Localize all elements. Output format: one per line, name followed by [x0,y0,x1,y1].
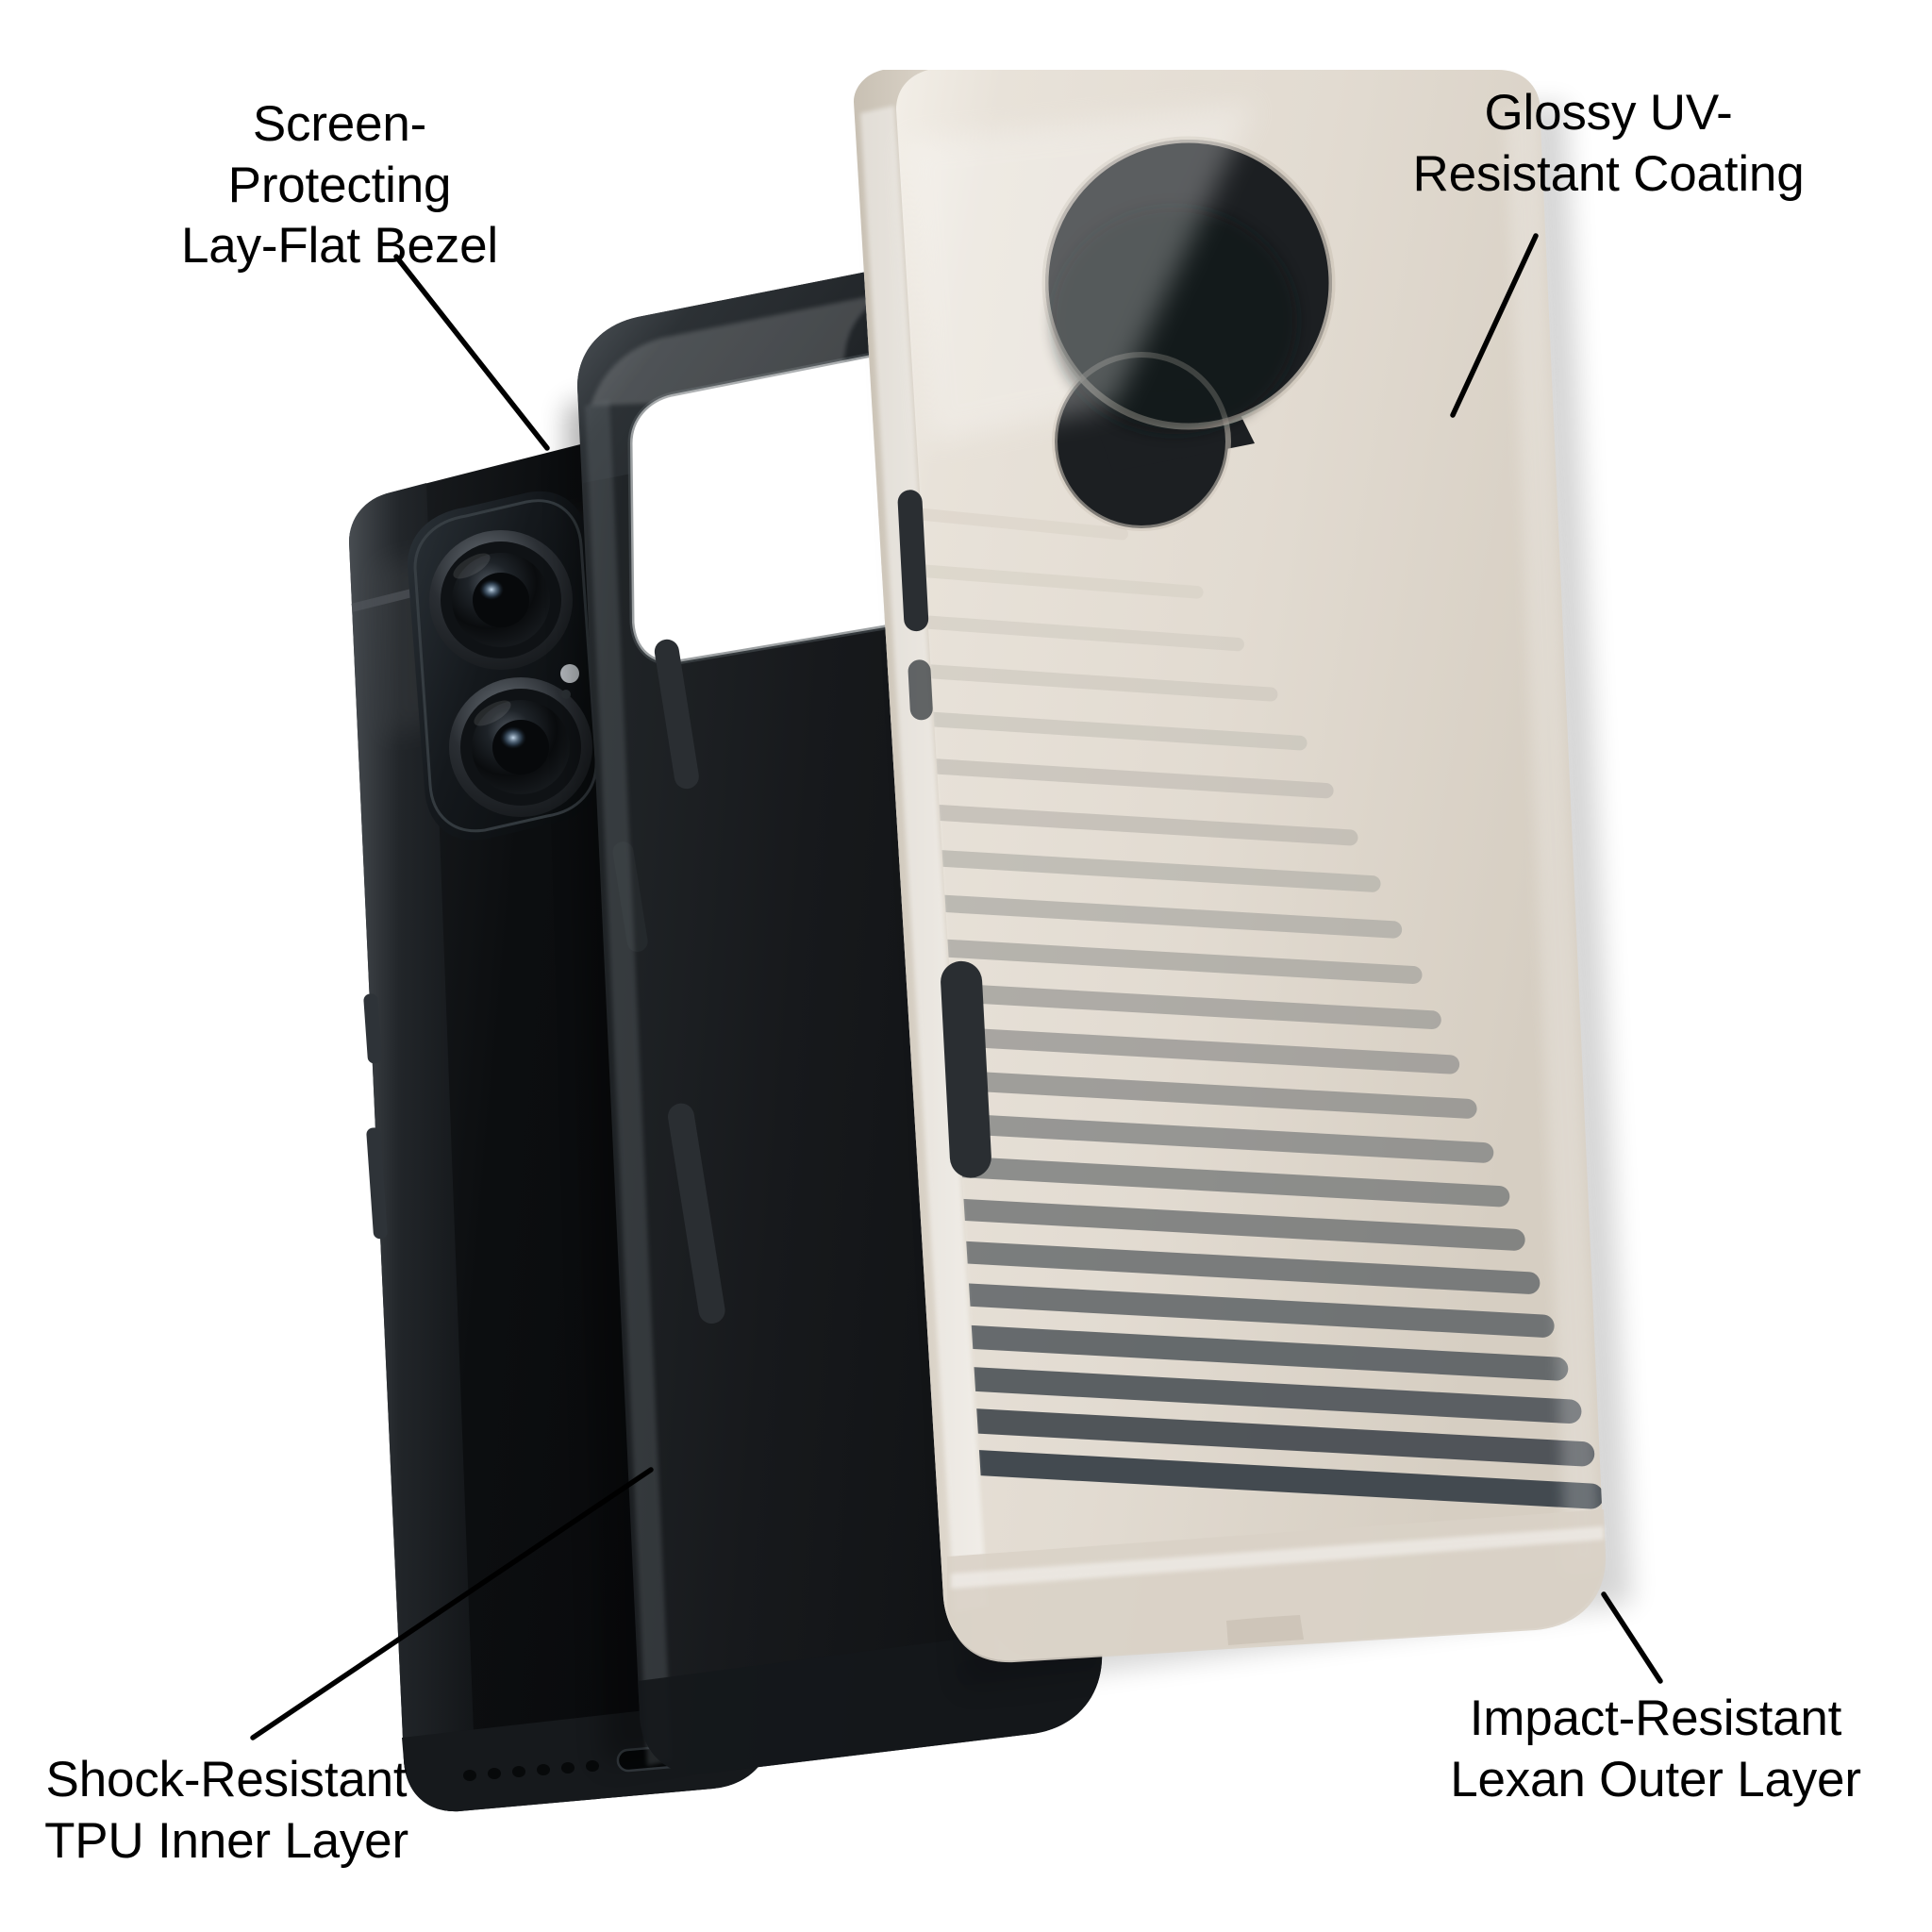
stripe [878,661,1278,702]
lexan-camera-button-cutout [908,659,933,721]
phone-camera-module [408,491,605,841]
stripe [905,937,1423,985]
stripe [866,503,1128,541]
tpu-bezel-opening [630,347,954,663]
stripe [930,1197,1525,1251]
lexan-volume-button-cutout [941,960,991,1178]
label-glossy-uv-resistant-coating: Glossy UV- Resistant Coating [1412,85,1805,202]
stripe [926,1155,1510,1208]
tpu-volume-button [668,1103,725,1324]
camera-lens-upper [429,530,573,670]
tpu-bezel-highlight [591,291,898,406]
lexan-bottom-lip-highlight [951,1526,1604,1589]
stripe [939,1282,1555,1338]
stripe [887,756,1334,799]
stripe [870,560,1204,599]
stripe [957,1449,1604,1509]
leader-line-bezel [393,254,550,451]
label-screen-protecting-lay-flat-bezel: Screen-Protecting Lay-Flat Bezel [181,96,498,275]
phone-volume-button [366,1127,388,1240]
label-shock-resistant-tpu-inner-layer: Shock-Resistant TPU Inner Layer [44,1752,408,1869]
stripe [913,1024,1460,1074]
stripe [883,708,1307,751]
stripe [874,611,1244,652]
lexan-spine-highlight [860,106,987,1613]
stripe [891,802,1358,846]
lexan-outer-shell [854,70,1632,1689]
phone-action-button [363,993,382,1064]
stripe [952,1407,1595,1467]
stripe [922,1111,1494,1163]
tpu-left-edge-highlight [585,400,672,1766]
lexan-gloss-highlight [906,104,1255,443]
tpu-action-button [654,639,699,790]
stripe [917,1069,1477,1119]
lexan-port-notch [1226,1615,1304,1645]
label-impact-resistant-lexan-outer-layer: Impact-Resistant Lexan Outer Layer [1450,1690,1861,1807]
camera-microphone [561,690,571,699]
stripe [943,1324,1569,1381]
stripe [908,981,1441,1029]
lexan-action-button-cutout [897,490,929,632]
stripe-pattern [866,503,1604,1509]
camera-lens-lower [449,677,592,817]
stripe [900,892,1403,939]
leader-line-lexan [1601,1591,1663,1684]
lexan-right-edge-sheen [1506,109,1602,1572]
stripe [935,1240,1541,1294]
stripe [947,1366,1582,1424]
stripe [896,847,1381,892]
